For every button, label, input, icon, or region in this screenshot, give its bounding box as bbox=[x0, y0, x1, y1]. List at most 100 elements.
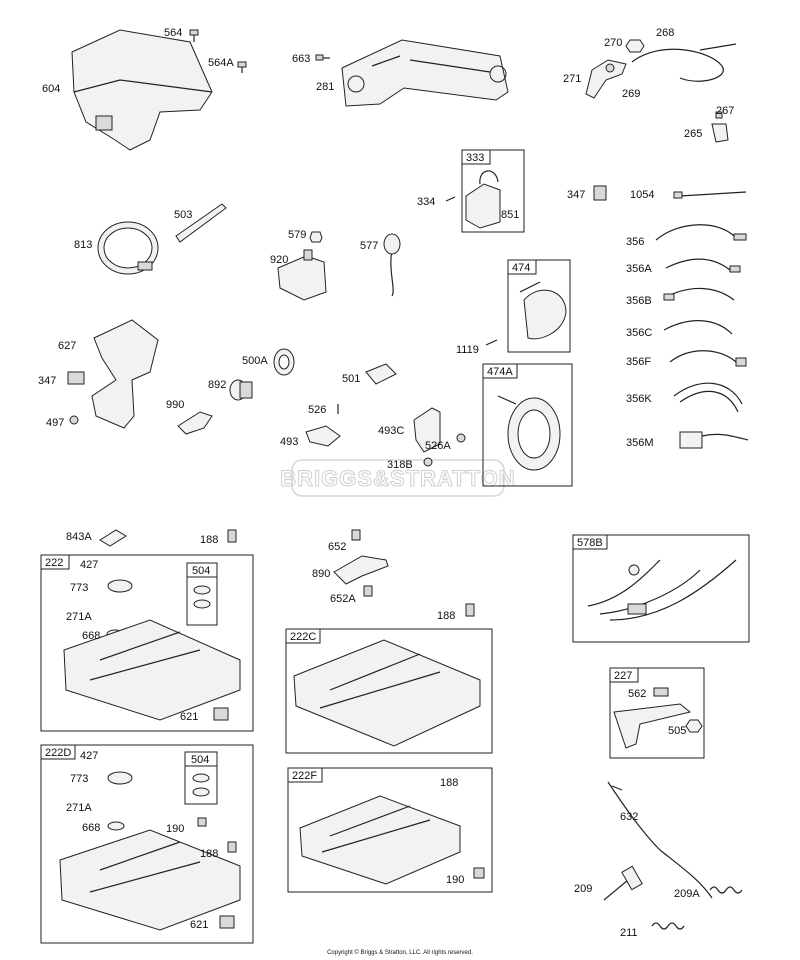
label-526A: 526A bbox=[425, 440, 451, 452]
label-663: 663 bbox=[292, 53, 310, 65]
label-267: 267 bbox=[716, 105, 734, 117]
copyright-notice: Copyright © Briggs & Stratton, LLC. All … bbox=[327, 950, 473, 956]
group-578B: 578B bbox=[572, 534, 750, 643]
label-577: 577 bbox=[360, 240, 378, 252]
label-604: 604 bbox=[42, 83, 60, 95]
part-188-screw-a bbox=[227, 529, 237, 543]
part-356K-wire bbox=[673, 382, 743, 413]
label-190-a: 190 bbox=[166, 823, 184, 835]
label-269: 269 bbox=[622, 88, 640, 100]
group-222C: 222C bbox=[285, 628, 493, 754]
part-892-switch bbox=[229, 379, 253, 401]
part-356-wire bbox=[655, 224, 747, 241]
label-1119: 1119 bbox=[456, 344, 479, 356]
part-334-screw bbox=[445, 196, 456, 202]
label-621-b: 621 bbox=[190, 919, 208, 931]
label-497: 497 bbox=[46, 417, 64, 429]
part-500A-washer bbox=[273, 348, 295, 376]
label-356A: 356A bbox=[626, 263, 652, 275]
part-604-cover bbox=[71, 29, 213, 151]
label-843A: 843A bbox=[66, 531, 92, 543]
label-281: 281 bbox=[316, 81, 334, 93]
part-356C-wire bbox=[663, 320, 733, 335]
label-334: 334 bbox=[417, 196, 435, 208]
group-222F: 222F bbox=[287, 767, 493, 893]
label-188-a: 188 bbox=[200, 534, 218, 546]
label-564: 564 bbox=[164, 27, 182, 39]
part-209A-spring bbox=[709, 886, 743, 894]
part-271-lever bbox=[585, 59, 627, 99]
part-356A-wire bbox=[665, 258, 741, 273]
label-209A: 209A bbox=[674, 888, 700, 900]
label-188-c: 188 bbox=[200, 848, 218, 860]
label-493C: 493C bbox=[378, 425, 404, 437]
label-668-b: 668 bbox=[82, 822, 100, 834]
part-579-nut bbox=[309, 231, 323, 243]
label-356C: 356C bbox=[626, 327, 652, 339]
label-627: 627 bbox=[58, 340, 76, 352]
part-652-screw bbox=[351, 529, 361, 541]
part-890-bracket bbox=[333, 555, 389, 585]
label-892: 892 bbox=[208, 379, 226, 391]
label-501: 501 bbox=[342, 373, 360, 385]
label-265: 265 bbox=[684, 128, 702, 140]
group-227-label: 227 bbox=[614, 670, 632, 682]
part-632-rod bbox=[607, 781, 713, 899]
group-222D: 222D 504 bbox=[40, 744, 254, 944]
part-265-clip bbox=[711, 123, 729, 143]
part-356M-wire bbox=[679, 431, 749, 449]
part-318B-screw bbox=[423, 457, 433, 467]
label-813: 813 bbox=[74, 239, 92, 251]
label-652: 652 bbox=[328, 541, 346, 553]
part-493-bracket bbox=[305, 425, 341, 447]
part-267-screw bbox=[715, 111, 723, 119]
label-562: 562 bbox=[628, 688, 646, 700]
part-493C-bracket bbox=[413, 407, 441, 453]
group-222: 222 504 bbox=[40, 554, 254, 732]
label-270: 270 bbox=[604, 37, 622, 49]
label-579: 579 bbox=[288, 229, 306, 241]
part-356B-wire bbox=[663, 287, 735, 301]
label-890: 890 bbox=[312, 568, 330, 580]
part-188-screw-b bbox=[465, 603, 475, 617]
label-271A-b: 271A bbox=[66, 802, 92, 814]
group-504a-label: 504 bbox=[192, 565, 210, 577]
part-503-strap bbox=[175, 203, 227, 243]
watermark: BRIGGS&STRATTON bbox=[280, 459, 515, 497]
label-427-a: 427 bbox=[80, 559, 98, 571]
part-209-spring bbox=[603, 865, 643, 901]
group-474A: 474A bbox=[482, 363, 573, 487]
part-813-clamp bbox=[97, 221, 159, 275]
group-222-label: 222 bbox=[45, 557, 63, 569]
label-564A: 564A bbox=[208, 57, 234, 69]
part-268-cable bbox=[631, 43, 737, 82]
group-333-label: 333 bbox=[466, 152, 484, 164]
part-564A-screw bbox=[237, 61, 247, 73]
group-227: 227 bbox=[609, 667, 705, 759]
label-271A-a: 271A bbox=[66, 611, 92, 623]
part-labels: 564 564A 604 663 281 270 268 271 269 267… bbox=[38, 27, 734, 939]
label-188-d: 188 bbox=[440, 777, 458, 789]
label-318B: 318B bbox=[387, 459, 413, 471]
label-621-a: 621 bbox=[180, 711, 198, 723]
part-577-tube bbox=[383, 233, 401, 297]
label-632: 632 bbox=[620, 811, 638, 823]
label-347-top: 347 bbox=[567, 189, 585, 201]
group-474-label: 474 bbox=[512, 262, 530, 274]
label-773-a: 773 bbox=[70, 582, 88, 594]
group-222C-label: 222C bbox=[290, 631, 316, 643]
part-356F-wire bbox=[669, 350, 747, 367]
label-271: 271 bbox=[563, 73, 581, 85]
label-493: 493 bbox=[280, 436, 298, 448]
part-270-nut bbox=[625, 39, 645, 53]
part-281-bracket bbox=[341, 39, 509, 107]
label-668-a: 668 bbox=[82, 630, 100, 642]
label-851: 851 bbox=[501, 209, 519, 221]
part-347-switch-top bbox=[593, 185, 607, 201]
part-1119-screw bbox=[485, 339, 498, 346]
part-347-switch bbox=[67, 371, 85, 385]
part-663-screw bbox=[315, 54, 330, 61]
label-500A: 500A bbox=[242, 355, 268, 367]
label-526: 526 bbox=[308, 404, 326, 416]
